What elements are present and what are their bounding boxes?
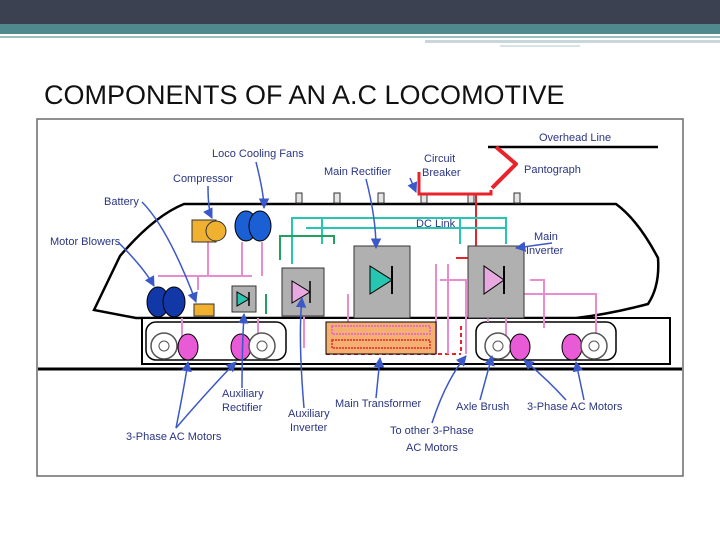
loco-cooling-fans [234, 210, 272, 242]
aux-rectifier [231, 285, 257, 313]
label-dc-link: DC Link [416, 218, 456, 230]
pantograph [490, 145, 518, 190]
transformer-winding-lower [331, 339, 431, 349]
wheel-motor-left-2 [230, 332, 276, 361]
label-battery: Battery [104, 196, 139, 208]
header-line [0, 36, 720, 38]
battery [193, 303, 215, 317]
main-rectifier [353, 245, 411, 319]
hv-feed [417, 172, 493, 196]
label-to-other-2: AC Motors [406, 442, 458, 454]
slide-title-text: COMPONENTS OF AN A.C LOCOMOTIVE [44, 80, 565, 110]
label-aux-rectifier-2: Rectifier [222, 402, 263, 414]
wheel-motor-right-1 [484, 332, 531, 361]
dc-link-wires [291, 217, 507, 264]
label-aux-rectifier-1: Auxiliary [222, 388, 264, 400]
label-3-phase-ac-motors-right: 3-Phase AC Motors [527, 401, 623, 413]
bogie-left [145, 321, 287, 361]
label-main-rectifier: Main Rectifier [324, 166, 392, 178]
label-circuit-breaker-2: Breaker [422, 167, 461, 179]
label-main-inverter-2: Inverter [526, 245, 564, 257]
aux-green-wires [265, 235, 335, 314]
label-aux-inverter-2: Inverter [290, 422, 328, 434]
aux-inverter [281, 267, 325, 317]
header-bar [0, 0, 720, 24]
bogie-right [475, 321, 617, 361]
label-overhead-line: Overhead Line [539, 132, 611, 144]
motor-blowers [146, 286, 186, 318]
label-circuit-breaker-1: Circuit [424, 153, 455, 165]
label-main-inverter-1: Main [534, 231, 558, 243]
main-inverter [467, 245, 525, 319]
label-compressor: Compressor [173, 173, 233, 185]
label-3-phase-ac-motors-left: 3-Phase AC Motors [126, 431, 222, 443]
header-line-accent-short [500, 45, 580, 47]
label-pantograph: Pantograph [524, 164, 581, 176]
header-line-accent [425, 40, 720, 43]
label-axle-brush: Axle Brush [456, 401, 509, 413]
main-transformer [325, 321, 437, 355]
locomotive-body [92, 202, 660, 320]
transformer-winding-upper [331, 325, 431, 335]
wheel-motor-right-2 [561, 332, 608, 361]
compressor [191, 219, 227, 243]
leader-arrows [117, 161, 585, 429]
slide-title: COMPONENTS OF AN A.C LOCOMOTIVE [44, 80, 565, 111]
locomotive-diagram: Overhead Line Pantograph Circuit Breaker… [36, 118, 684, 477]
label-to-other-1: To other 3-Phase [390, 425, 474, 437]
header-stripe [0, 24, 720, 34]
wheel-motor-left-1 [150, 332, 199, 361]
label-main-transformer: Main Transformer [335, 398, 422, 410]
label-motor-blowers: Motor Blowers [50, 236, 121, 248]
label-loco-cooling-fans: Loco Cooling Fans [212, 148, 304, 160]
label-aux-inverter-1: Auxiliary [288, 408, 330, 420]
